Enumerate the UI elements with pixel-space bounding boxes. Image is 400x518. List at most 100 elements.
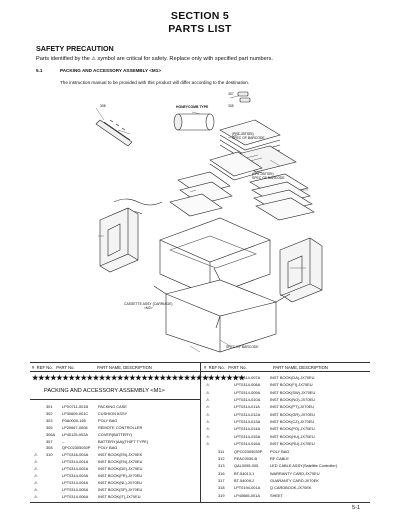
row-desc: INST BOOK(EN),JX70EU <box>98 459 143 465</box>
row-part: LPT0314-007A <box>234 375 261 380</box>
row-part: LP40665-001A <box>234 492 260 498</box>
row-mark: ⚠ <box>206 389 210 395</box>
row-desc: REMOTE CONTROLLER <box>98 424 143 430</box>
row-part: LPT0314-010A <box>234 397 261 403</box>
row-ref: 305 <box>46 424 53 430</box>
table-bottom-rule <box>30 502 370 503</box>
row-ref: 307 <box>46 438 53 444</box>
right-cushion-shape <box>279 237 323 303</box>
row-part: LPT0314-014A <box>234 426 261 432</box>
subsection-note: The instruction manual to be provided wi… <box>60 80 250 85</box>
row-desc: INST BOOK(GR),JX70EU <box>270 411 315 417</box>
row-desc: INST BOOK(NO),JX70EU <box>270 397 315 403</box>
row-part: QPC02305030P <box>62 445 91 451</box>
row-desc: WARRANTY CARD,JX70EU <box>270 470 320 476</box>
row-desc: INST BOOK(CZ),JX70EU <box>270 419 315 425</box>
diagram-callout: 305 <box>228 104 234 108</box>
row-ref: 303 <box>46 417 53 423</box>
row-desc: CUSHION ASSY <box>98 410 128 416</box>
row-mark: ⚠ <box>34 473 38 478</box>
row-desc: POLY BAG <box>270 448 290 454</box>
row-ref: 312 <box>218 455 225 461</box>
row-part: -- <box>62 438 65 444</box>
row-part: LPT0314-015A <box>234 433 261 439</box>
safety-heading: SAFETY PRECAUTION <box>36 44 114 53</box>
row-mark: ⚠ <box>206 397 210 403</box>
section-number: SECTION 5 <box>170 10 230 22</box>
row-mark: ⚠ <box>206 382 210 388</box>
poly-bag-roll-shape <box>173 113 215 131</box>
row-desc: INST BOOK(SW),JX70EU <box>270 389 316 395</box>
row-desc: GUARANTY CARD,JX70EK <box>270 477 319 483</box>
col-part: PART No. <box>56 365 75 370</box>
row-part: LPX0711-001B <box>62 404 89 409</box>
table-divider <box>200 362 201 502</box>
safety-text-before: Parts identified by the <box>36 56 90 62</box>
col-ref: REF No. <box>208 365 225 370</box>
row-ref: 316 <box>218 470 225 476</box>
diagram-label-barcode-3: SPEC OF BARCODE <box>226 345 259 349</box>
row-ref: 302 <box>46 410 53 416</box>
row-mark: ⚠ <box>206 441 210 447</box>
warning-triangle-icon: ⚠ <box>91 56 96 62</box>
row-mark: ⚠ <box>34 486 38 492</box>
row-part: LP40125-002A <box>62 431 88 437</box>
row-mark: ⚠ <box>34 459 38 465</box>
row-part: LPT0314-011A <box>234 404 260 410</box>
row-mark: ⚠ <box>34 452 38 458</box>
row-ref: 318 <box>218 485 225 491</box>
row-desc: POLY BAG <box>98 445 118 451</box>
page-number: 5-1 <box>352 505 361 511</box>
row-desc: POLY BAG <box>98 417 118 423</box>
col-mark: # <box>32 365 35 370</box>
row-mark: ⚠ <box>34 466 38 472</box>
row-part: QAL0095-005 <box>234 463 259 469</box>
row-part: LPT0314-003A <box>62 473 89 478</box>
row-desc: COVER(BATTERY) <box>98 431 133 437</box>
row-ref: 308 <box>46 445 53 451</box>
safety-text-after: symbol are critical for safety. Replace … <box>97 56 273 62</box>
row-desc: INST BOOK(DE),JX70EU <box>98 466 143 472</box>
left-cushion-shape <box>99 207 139 273</box>
row-desc: INST BOOK(NL),JX70EU <box>98 479 143 485</box>
diagram-callout: 308 <box>100 104 106 108</box>
table-title-rule <box>30 399 200 400</box>
row-part: LPT0314-008A <box>234 382 261 388</box>
row-ref: 306A <box>46 431 56 437</box>
row-part: PEAC0030-B <box>234 455 258 461</box>
row-mark: ⚠ <box>206 419 210 425</box>
col-desc: PART NAME, DESCRIPTION <box>272 365 328 370</box>
row-ref: 301 <box>46 404 53 409</box>
row-desc: INST BOOK(RU),JX70EU <box>270 441 315 447</box>
row-desc: INST BOOK(FR),JX70EU <box>98 473 143 478</box>
row-ref: 311 <box>218 448 225 454</box>
row-part: LPT0314-009A <box>234 389 261 395</box>
row-part: LPT0314-016A <box>234 441 261 447</box>
remote-controller-shape <box>95 119 133 147</box>
battery-shape <box>237 91 251 103</box>
row-desc: INST BOOK(PT),JX70EU <box>270 404 315 410</box>
row-desc: INST BOOK(PO),JX70EU <box>270 426 315 432</box>
row-part: LPT0314-006A <box>62 493 89 499</box>
barcode-sheet-2 <box>249 173 315 221</box>
row-mark: ⚠ <box>206 404 210 410</box>
row-desc: INST BOOK(HU),JX70EU <box>270 433 315 439</box>
row-ref: 310 <box>46 452 53 458</box>
row-desc: INST BOOK(SP),JX70EU <box>98 486 143 492</box>
row-part: BT-54009-2 <box>234 477 255 483</box>
packing-case-shape <box>153 267 291 353</box>
row-mark: ⚠ <box>34 479 38 485</box>
stars-row: ★★★★★★★★★★★★★★★★★★★★★★★★★★★★★★★★★★★ <box>32 375 245 382</box>
row-mark: ⚠ <box>206 433 210 439</box>
row-mark: ⚠ <box>206 411 210 417</box>
unit-carriage-shape <box>159 217 271 297</box>
row-mark: ⚠ <box>34 493 38 499</box>
row-ref: 313 <box>218 463 225 469</box>
row-ref: 319 <box>218 492 225 498</box>
row-part: LPT0314-012A <box>234 411 261 417</box>
safety-text: Parts identified by the ⚠ symbol are cri… <box>36 56 273 62</box>
row-part: LP20667-0008 <box>62 424 88 430</box>
row-desc: LED CABLE ASSY(Satellite Controller) <box>270 463 338 469</box>
row-part: LPT0314-002A <box>62 466 89 472</box>
row-mark: ⚠ <box>206 426 210 432</box>
